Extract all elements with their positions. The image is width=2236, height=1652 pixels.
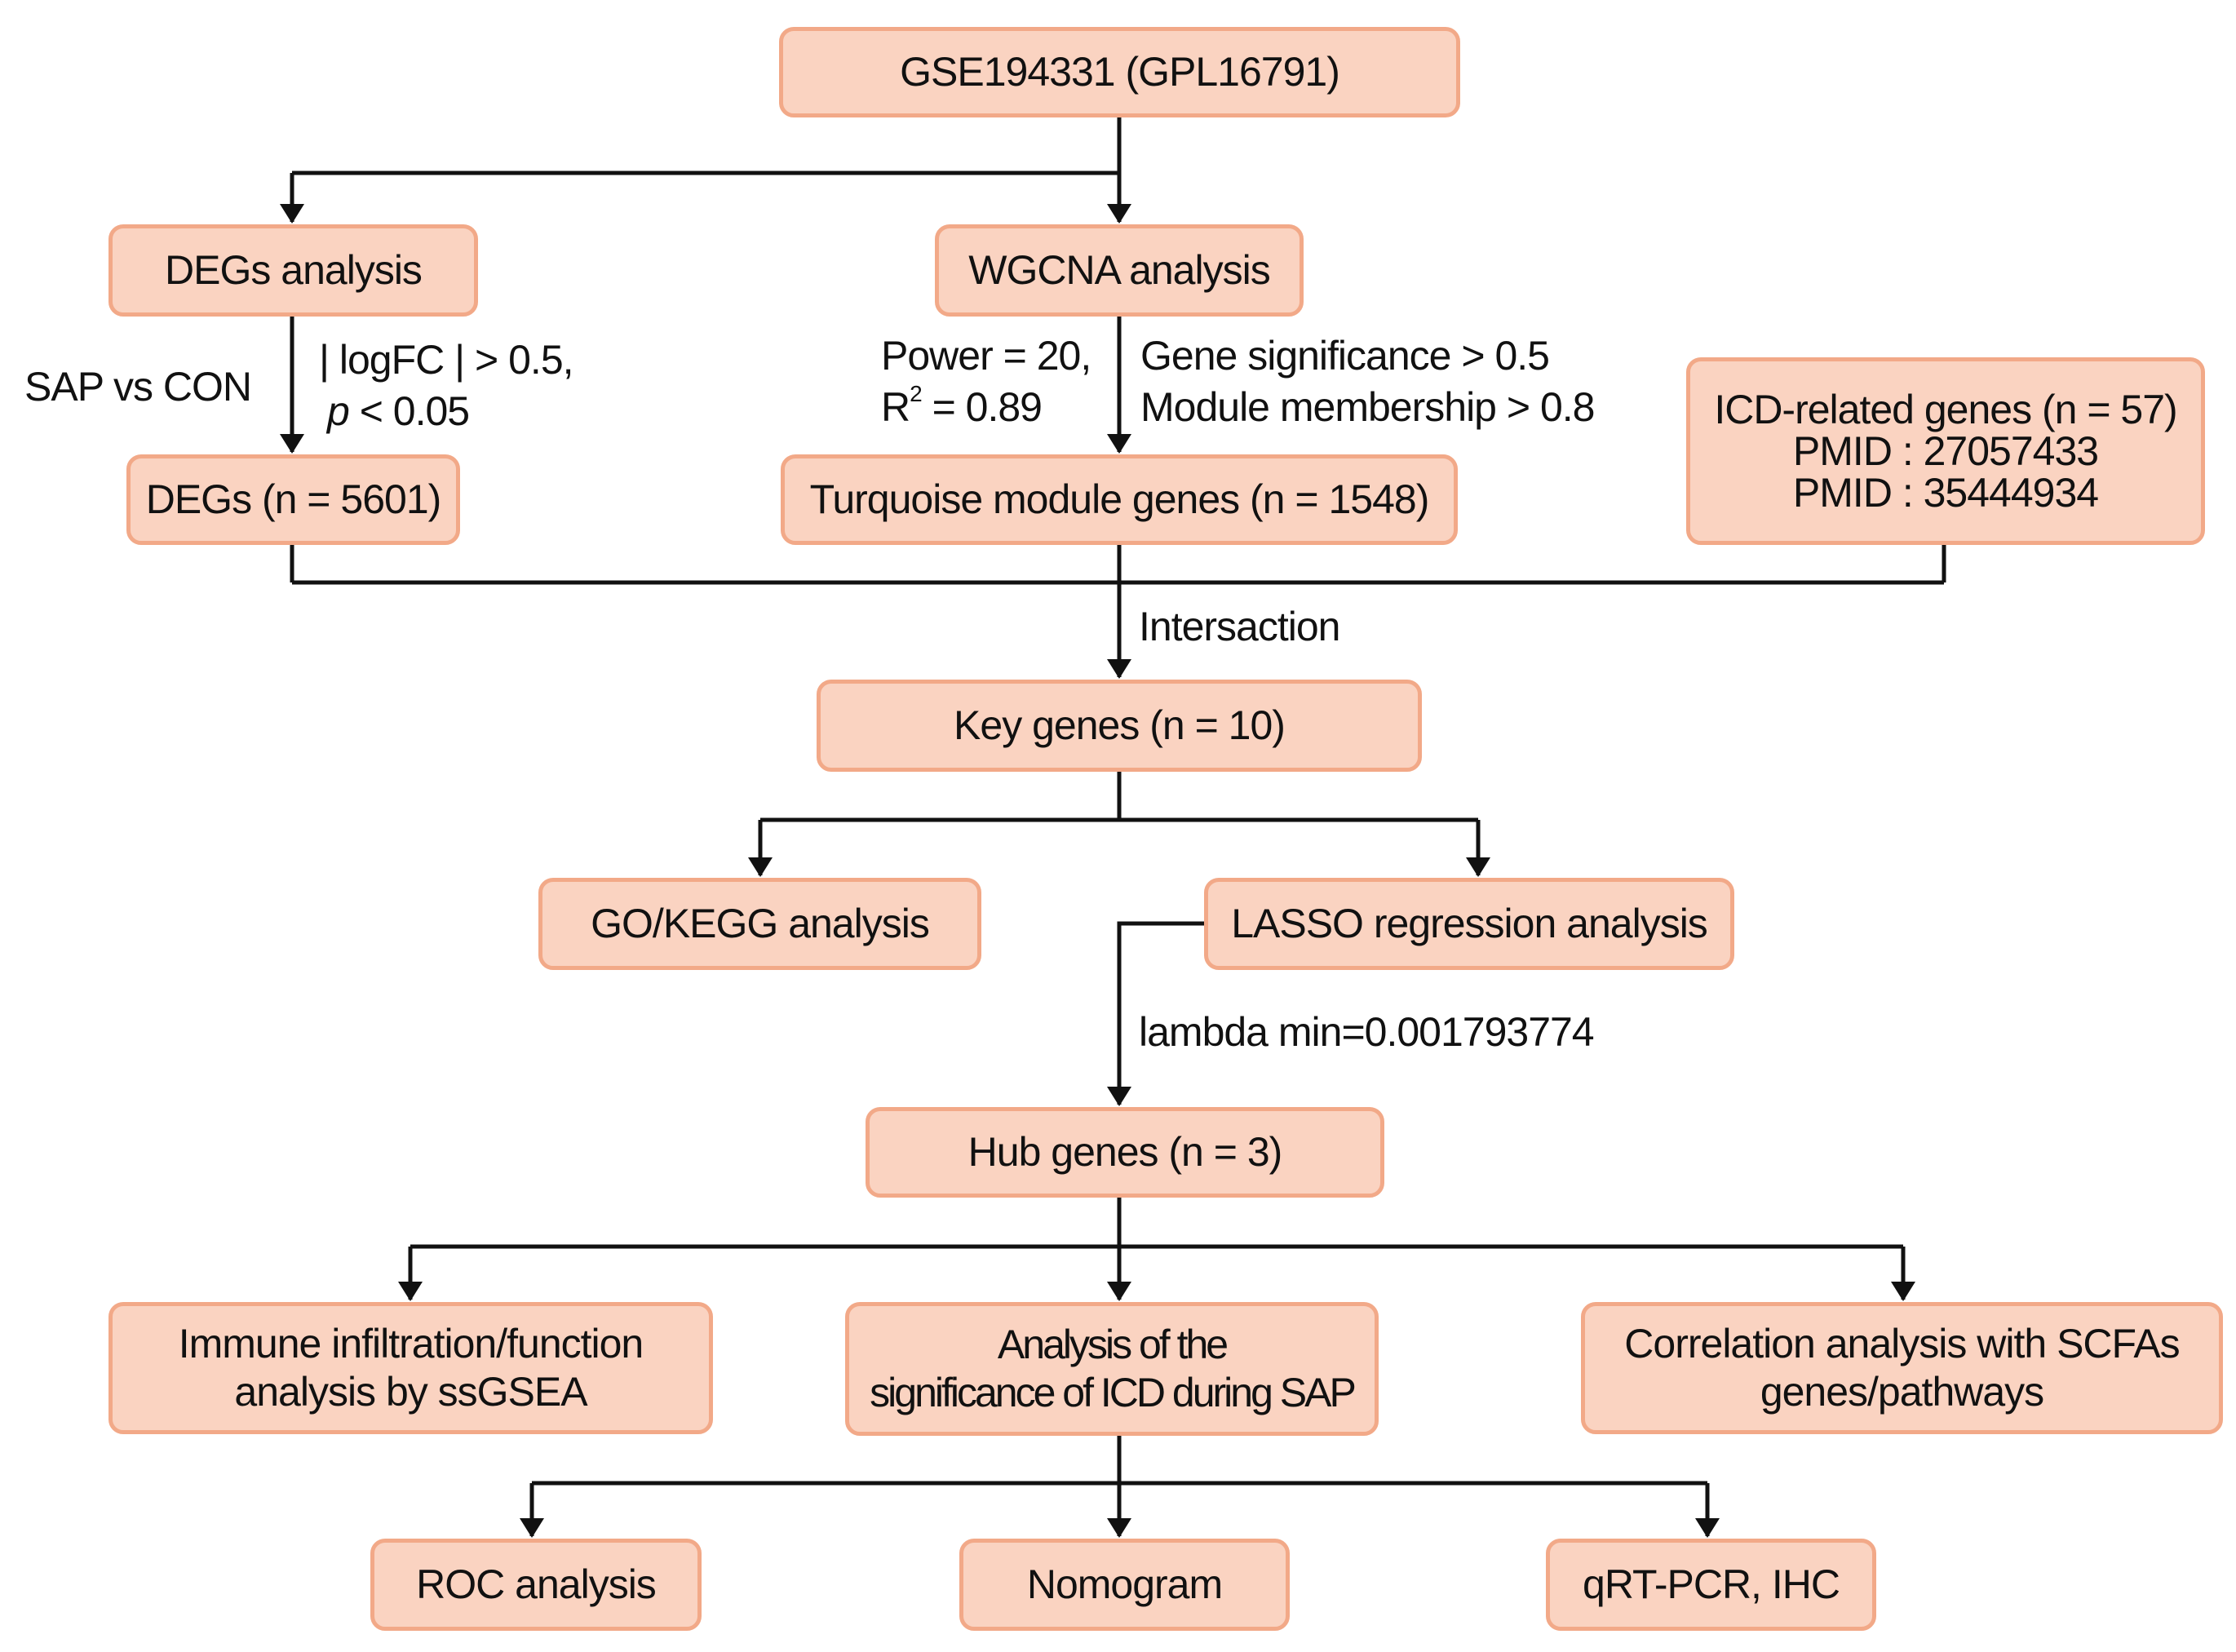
nomogram-box: Nomogram: [959, 1539, 1290, 1631]
arrowhead-degs: [280, 434, 304, 454]
arrowhead-significance: [1107, 1282, 1131, 1301]
immune-infiltration-box: Immune infiltration/function analysis by…: [108, 1302, 713, 1434]
hub-genes-text: Hub genes (n = 3): [967, 1129, 1283, 1175]
qrtpcr-ihc-box: qRT-PCR, IHC: [1546, 1539, 1876, 1631]
significance-line-2: significance of ICD during SAP: [870, 1370, 1357, 1415]
roc-analysis-text: ROC analysis: [416, 1561, 657, 1607]
icd-genes-title: ICD-related genes (n = 57): [1714, 386, 2177, 432]
scfa-correlation-box: Correlation analysis with SCFAs genes/pa…: [1581, 1302, 2223, 1434]
icd-genes-box: ICD-related genes (n = 57) PMID : 270574…: [1686, 357, 2205, 545]
label-lambda: lambda min=0.001793774: [1139, 1009, 1595, 1055]
label-module-membership: Module membership > 0.8: [1140, 383, 1595, 430]
arrowhead-nomogram: [1107, 1518, 1131, 1538]
gse-dataset-box: GSE194331 (GPL16791): [779, 27, 1460, 117]
label-logfc: | logFC | > 0.5,: [319, 337, 574, 383]
arrowhead-qrtpcr: [1695, 1518, 1720, 1538]
wgcna-analysis-box: WGCNA analysis: [935, 224, 1304, 317]
arrowhead-lasso: [1466, 857, 1490, 877]
degs-analysis-text: DEGs analysis: [165, 247, 423, 293]
lasso-text: LASSO regression analysis: [1231, 901, 1708, 946]
roc-analysis-box: ROC analysis: [370, 1539, 702, 1631]
go-kegg-box: GO/KEGG analysis: [538, 878, 981, 970]
immune-line-2: analysis by ssGSEA: [234, 1369, 587, 1415]
nomogram-text: Nomogram: [1026, 1561, 1223, 1607]
label-sap-vs-con: SAP vs CON: [24, 364, 252, 410]
arrowhead-key-genes: [1107, 659, 1131, 679]
label-degs-criteria: | logFC | > 0.5, p < 0.05: [319, 334, 574, 436]
degs-text: DEGs (n = 5601): [145, 476, 442, 522]
immune-line-1: Immune infiltration/function: [178, 1321, 644, 1366]
icd-significance-box: Analysis of the significance of ICD duri…: [845, 1302, 1379, 1436]
qrtpcr-ihc-text: qRT-PCR, IHC: [1583, 1561, 1840, 1607]
arrowhead-turquoise: [1107, 434, 1131, 454]
key-genes-box: Key genes (n = 10): [817, 680, 1422, 772]
icd-pmid-2: PMID : 35444934: [1792, 469, 2099, 516]
arrowhead-wgcna: [1107, 204, 1131, 224]
degs-analysis-box: DEGs analysis: [108, 224, 478, 317]
significance-line-1: Analysis of the: [997, 1322, 1229, 1367]
correlation-line-1: Correlation analysis with SCFAs: [1624, 1321, 2180, 1366]
turquoise-module-box: Turquoise module genes (n = 1548): [781, 454, 1458, 545]
p-symbol: p: [327, 388, 350, 434]
degs-box: DEGs (n = 5601): [126, 454, 460, 545]
arrowhead-degs-analysis: [280, 204, 304, 224]
label-r-squared: R2 = 0.89: [881, 380, 1043, 430]
label-intersaction: Intersaction: [1139, 604, 1340, 649]
arrowhead-correlation: [1891, 1282, 1915, 1301]
arrow-to-hub-genes: [1117, 921, 1204, 1105]
gse-dataset-text: GSE194331 (GPL16791): [900, 49, 1340, 95]
turquoise-module-text: Turquoise module genes (n = 1548): [809, 476, 1430, 522]
wgcna-analysis-text: WGCNA analysis: [968, 247, 1270, 293]
label-power: Power = 20,: [881, 333, 1091, 379]
label-gene-significance: Gene significance > 0.5: [1140, 333, 1550, 379]
key-genes-text: Key genes (n = 10): [954, 702, 1286, 748]
lasso-box: LASSO regression analysis: [1204, 878, 1734, 970]
correlation-line-2: genes/pathways: [1760, 1369, 2044, 1415]
arrowhead-hub-genes: [1107, 1087, 1131, 1106]
arrowhead-go-kegg: [748, 857, 773, 877]
arrowhead-roc: [520, 1518, 544, 1538]
arrowhead-immune: [398, 1282, 423, 1301]
go-kegg-text: GO/KEGG analysis: [591, 901, 930, 946]
hub-genes-box: Hub genes (n = 3): [866, 1107, 1384, 1198]
label-wgcna-params: Power = 20, R2 = 0.89: [881, 330, 1091, 432]
label-wgcna-thresholds: Gene significance > 0.5 Module membershi…: [1140, 330, 1595, 432]
icd-pmid-1: PMID : 27057433: [1792, 427, 2099, 474]
label-p-value: p < 0.05: [327, 388, 470, 434]
